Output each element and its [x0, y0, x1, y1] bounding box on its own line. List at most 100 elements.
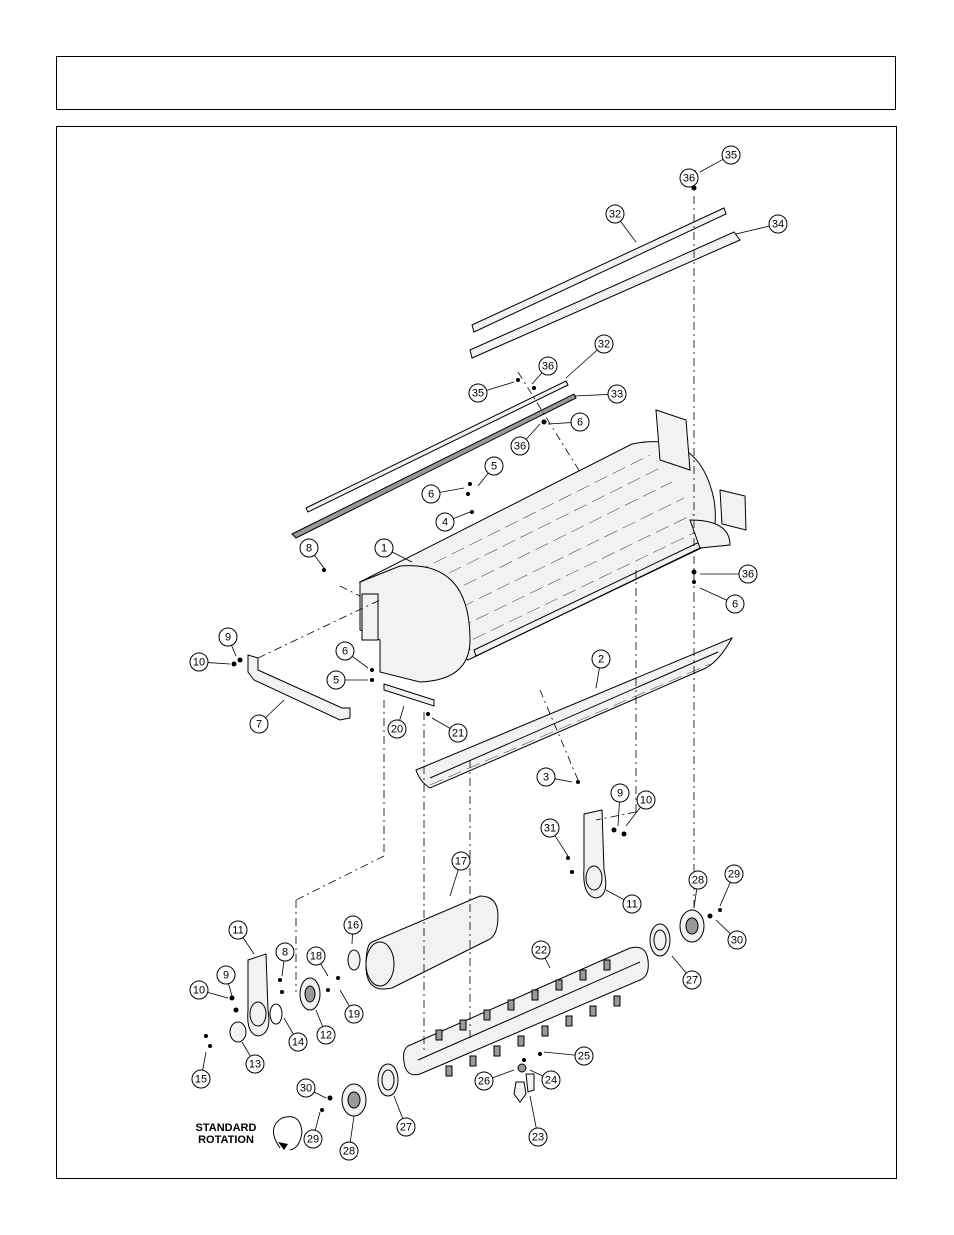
callout-circle	[721, 145, 741, 165]
callout-number: 16	[347, 920, 359, 932]
callout-number: 21	[452, 728, 464, 740]
callout-leader	[620, 220, 637, 243]
callout-number: 23	[532, 1132, 544, 1144]
callout-number: 9	[225, 632, 231, 644]
callout-leader	[320, 963, 329, 977]
callout-11: 11	[605, 889, 642, 914]
flap-strip-upper	[469, 207, 741, 359]
callout-leader	[439, 487, 465, 493]
callout-leader	[529, 1095, 537, 1129]
callout-number: 22	[535, 945, 547, 957]
callout-circle	[303, 1129, 323, 1149]
callout-circle	[591, 649, 611, 669]
rotor-shaft	[403, 946, 649, 1077]
callout-circle	[528, 1127, 548, 1147]
callout-17: 17	[449, 851, 471, 897]
callout-leader	[543, 1051, 576, 1056]
callout-number: 9	[617, 788, 623, 800]
callout-27: 27	[393, 1095, 416, 1137]
callout-number: 5	[491, 461, 497, 473]
callout-leader	[281, 960, 285, 977]
callout-number: 7	[256, 719, 262, 731]
callout-28: 28	[339, 1115, 359, 1161]
callout-number: 3	[543, 772, 549, 784]
callout-leader	[339, 989, 350, 1007]
callout-circle	[396, 1117, 416, 1137]
callout-number: 6	[428, 489, 434, 501]
callout-26: 26	[474, 1069, 515, 1091]
callout-number: 31	[544, 823, 556, 835]
callout-35: 35	[699, 145, 741, 173]
callout-circle	[316, 1025, 336, 1045]
callout-leader	[719, 882, 731, 907]
callout-number: 36	[683, 173, 695, 185]
callout-circle	[344, 1004, 364, 1024]
callout-leader	[283, 1017, 294, 1035]
callout-number: 12	[320, 1030, 332, 1042]
callout-36: 36	[531, 356, 558, 385]
callout-number: 10	[193, 985, 205, 997]
callout-number: 36	[514, 441, 526, 453]
callout-36: 36	[700, 564, 758, 584]
callout-leader	[617, 801, 620, 827]
callout-circle	[299, 538, 319, 558]
bracket-20	[383, 683, 435, 707]
callout-leader	[241, 1041, 251, 1057]
callout-12: 12	[315, 1009, 336, 1045]
callout-number: 2	[598, 654, 604, 666]
callout-leader	[554, 835, 569, 857]
callout-circle	[536, 767, 556, 787]
callout-2: 2	[591, 649, 611, 689]
callout-leader	[693, 888, 698, 909]
callout-1: 1	[374, 538, 413, 563]
callout-number: 32	[598, 339, 610, 351]
callout-6: 6	[335, 641, 369, 669]
callout-leader	[207, 662, 231, 665]
callout-circle	[245, 1054, 265, 1074]
callout-number: 24	[545, 1075, 557, 1087]
callout-10: 10	[189, 980, 229, 1000]
callout-number: 9	[223, 970, 229, 982]
callout-10: 10	[189, 652, 231, 672]
callout-circle	[636, 790, 656, 810]
callout-24: 24	[529, 1069, 561, 1090]
callout-circle	[374, 538, 394, 558]
callout-leader	[671, 955, 687, 974]
callout-circle	[387, 719, 407, 739]
callout-31: 31	[540, 818, 569, 857]
callout-5: 5	[326, 670, 368, 690]
callout-number: 29	[307, 1134, 319, 1146]
callout-leader	[391, 551, 413, 563]
callout-number: 36	[542, 361, 554, 373]
callout-number: 13	[249, 1059, 261, 1071]
callout-number: 6	[342, 646, 348, 658]
callout-leader	[351, 656, 369, 669]
callout-number: 8	[282, 947, 288, 959]
callout-circle	[306, 946, 326, 966]
callout-circle	[189, 980, 209, 1000]
callout-number: 4	[442, 517, 448, 529]
callout-number: 29	[728, 869, 740, 881]
callout-number: 20	[391, 724, 403, 736]
callout-leader	[313, 1091, 327, 1099]
callout-33: 33	[573, 384, 627, 404]
callout-22: 22	[531, 940, 551, 969]
roller-drum	[365, 895, 499, 990]
header-box	[56, 56, 896, 110]
callout-circle	[679, 168, 699, 188]
callout-number: 10	[640, 795, 652, 807]
callout-35: 35	[468, 381, 515, 403]
callout-leader	[314, 1111, 321, 1131]
callout-circle	[343, 915, 363, 935]
callout-29: 29	[303, 1111, 323, 1149]
callout-circle	[228, 920, 248, 940]
callout-leader	[393, 1095, 404, 1119]
callout-circle	[484, 456, 504, 476]
callout-circle	[275, 942, 295, 962]
callout-circle	[540, 818, 560, 838]
callout-circle	[435, 512, 455, 532]
callout-number: 6	[577, 417, 583, 429]
callout-leader	[202, 1051, 207, 1071]
callout-leader	[529, 1069, 544, 1077]
diagram-frame	[56, 126, 897, 1179]
